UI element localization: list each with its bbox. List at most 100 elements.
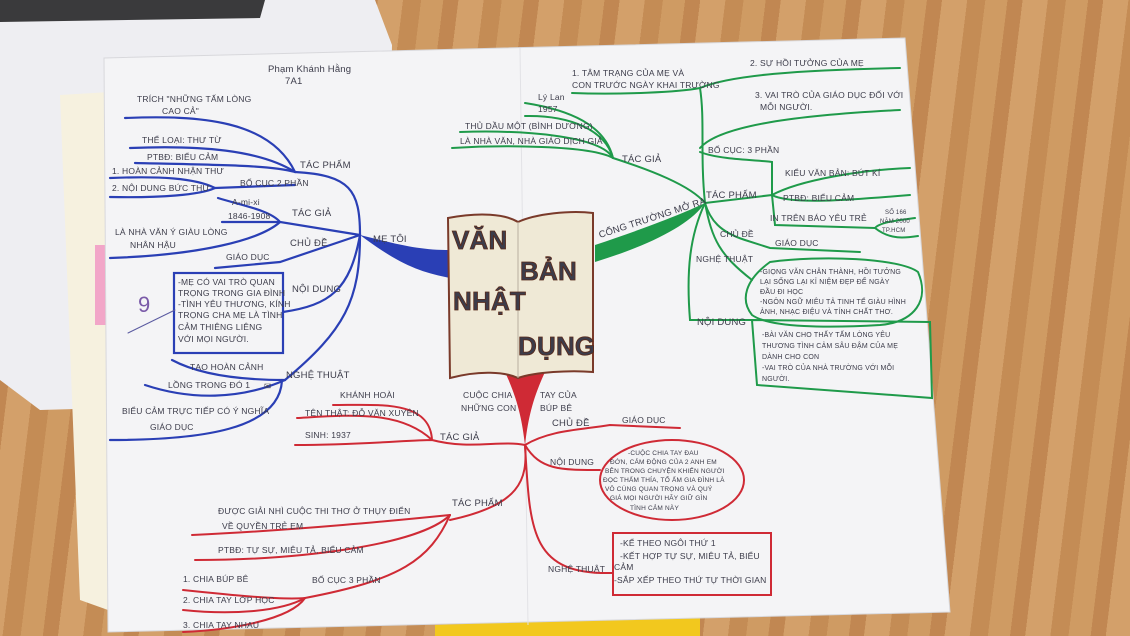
green-nam: NĂM 2000 — [880, 218, 910, 225]
blue-nghe-thuat: NGHỆ THUẬT — [286, 370, 350, 381]
blue-root: MẸ TÔI — [373, 234, 407, 245]
yellow-paper — [435, 615, 700, 636]
blue-trich: TRÍCH "NHỮNG TẤM LÒNG — [137, 94, 251, 104]
green-author-name: Lý Lan — [538, 92, 565, 102]
title-word-van: VĂN — [452, 225, 508, 255]
green-kieu-van-ban: KIỂU VĂN BẢN: BÚT KÍ — [785, 167, 881, 178]
green-branches — [451, 67, 934, 400]
green-nd-line: NGƯỜI. — [762, 374, 790, 383]
title-word-ban: BẢN — [520, 256, 577, 286]
blue-nd-line: -MẸ CÓ VAI TRÒ QUAN — [178, 277, 275, 287]
blue-the-loai: THỂ LOẠI: THƯ TỪ — [142, 134, 222, 145]
red-author-pen-name: KHÁNH HOÀI — [340, 390, 395, 400]
green-nd-line: -BÀI VĂN CHO THẤY TẤM LÒNG YÊU — [762, 329, 890, 339]
central-book: VĂN BẢN NHẬT DỤNG — [446, 211, 596, 380]
red-nt-line: -KỂ THEO NGÔI THỨ 1 — [620, 537, 716, 548]
green-tac-gia: TÁC GIẢ — [622, 153, 662, 165]
blue-tac-gia: TÁC GIẢ — [292, 207, 332, 219]
blue-nd-line: VỚI MỌI NGƯỜI. — [178, 334, 249, 344]
author-name: Phạm Khánh Hằng — [268, 64, 351, 75]
red-author-birth: SINH: 1937 — [305, 430, 351, 440]
red-root-2: NHỮNG CON — [461, 403, 516, 413]
blue-chu-de-value: GIÁO DỤC — [226, 252, 270, 262]
blue-author-years: 1846-1908 — [228, 211, 271, 221]
red-nd-line: GIÁ MỌI NGƯỜI HÃY GIỮ GÌN — [610, 493, 708, 502]
blue-nt-4: GIÁO DỤC — [150, 422, 194, 432]
red-tac-pham: TÁC PHẨM — [452, 497, 503, 509]
blue-nd-line: TRỌNG CHA MẸ LÀ TÌNH — [178, 310, 282, 320]
blue-tac-pham: TÁC PHẨM — [300, 159, 351, 171]
blue-nt-2: LỒNG TRONG ĐÓ 1 — [168, 379, 250, 390]
blue-author-desc: LÀ NHÀ VĂN Ý GIÀU LÒNG — [115, 227, 228, 237]
blue-nt-1: TẠO HOÀN CẢNH — [190, 361, 263, 372]
red-nd-line: TÌNH CẢM NÀY — [630, 503, 679, 512]
blue-nd-line: -TÌNH YÊU THƯƠNG, KÍNH — [178, 299, 291, 309]
title-word-dung: DỤNG — [518, 331, 595, 361]
green-bo-cuc-1b: CON TRƯỚC NGÀY KHAI TRƯỜNG — [572, 80, 720, 90]
red-tac-gia: TÁC GIẢ — [440, 431, 480, 443]
green-nghe-thuat: NGHỆ THUẬT — [696, 254, 753, 264]
green-author-desc: LÀ NHÀ VĂN, NHÀ GIÁO DỊCH GIẢ — [460, 135, 603, 146]
green-nt-line: -NGÔN NGỮ MIÊU TẢ TINH TẾ GIÀU HÌNH — [760, 296, 906, 306]
red-nghe-thuat: NGHỆ THUẬT — [548, 564, 605, 574]
red-bo-cuc-2: 2. CHIA TAY LỚP HỌC — [183, 595, 275, 605]
green-nd-line: THƯƠNG TÌNH CẢM SÂU ĐẬM CỦA MẸ — [762, 341, 898, 350]
blue-author-desc-2: NHÂN HẬU — [130, 240, 176, 250]
blue-nd-line: CẢM THIÊNG LIÊNG — [178, 321, 262, 332]
blue-chu-de: CHỦ ĐỀ — [290, 237, 328, 249]
red-main-branch — [505, 372, 545, 445]
author-class: 7A1 — [285, 76, 303, 87]
envelope-icon: ✉ — [264, 381, 271, 391]
red-nd-line: VÔ CÙNG QUAN TRỌNG VÀ QUÝ — [605, 484, 713, 493]
red-bo-cuc-1: 1. CHIA BÚP BÊ — [183, 574, 249, 584]
blue-nt-3: BIỂU CẢM TRỰC TIẾP CÓ Ý NGHĨA — [122, 405, 269, 416]
green-nd-line: DÀNH CHO CON — [762, 352, 819, 361]
red-nt-line: -SẮP XẾP THEO THỨ TỰ THỜI GIAN — [614, 575, 767, 585]
background-object — [0, 0, 265, 22]
red-award: ĐƯỢC GIẢI NHÌ CUỘC THI THƠ Ở THỤY ĐIỂN — [218, 505, 410, 516]
red-award-2: VỀ QUYỀN TRẺ EM — [222, 520, 303, 531]
green-author-place: THỦ DẦU MỘT (BÌNH DƯƠNG) — [465, 120, 593, 131]
green-nd-line: -VAI TRÒ CỦA NHÀ TRƯỜNG VỚI MỖI — [762, 363, 894, 372]
blue-main-branch — [360, 235, 450, 278]
green-bo-cuc: BỐ CỤC: 3 PHẦN — [708, 144, 779, 155]
red-bo-cuc-3: 3. CHIA TAY NHAU — [183, 620, 259, 630]
blue-bo-cuc: BỐ CỤC 2 PHẦN — [240, 177, 309, 188]
green-bo-cuc-3b: MỖI NGƯỜI. — [760, 101, 812, 112]
red-branches — [182, 403, 772, 633]
green-chu-de-value: GIÁO DỤC — [775, 238, 819, 248]
red-nd-line: BÊN TRONG CHUYỆN KHIẾN NGƯỜI — [605, 465, 725, 475]
blue-noi-dung: NỘI DUNG — [292, 284, 341, 295]
red-chu-de: CHỦ ĐỀ — [552, 417, 590, 429]
red-labels: CUỘC CHIA NHỮNG CON TAY CỦA BÚP BÊ KHÁNH… — [183, 389, 767, 630]
green-nt-line: ĐẦU ĐI HỌC — [760, 286, 803, 296]
green-nt-line: LẠI SỐNG LẠI KỈ NIỆM ĐẸP ĐỂ NGÀY — [760, 276, 890, 286]
green-bo-cuc-1: 1. TÂM TRẠNG CỦA MẸ VÀ — [572, 67, 684, 78]
red-nd-line: ĐỌC THẤM THÍA, TỔ ẤM GIA ĐÌNH LÀ — [603, 474, 725, 484]
red-author-real-name: TÊN THẬT: ĐỖ VĂN XUYÊN — [305, 407, 419, 418]
green-nt-line: ẢNH, NHẠC ĐIỆU VÀ TÍNH CHẤT THƠ. — [760, 306, 893, 316]
green-tac-pham: TÁC PHẨM — [706, 189, 757, 201]
blue-nd-line: TRỌNG TRONG GIA ĐÌNH — [178, 288, 285, 298]
green-chu-de: CHỦ ĐỀ — [720, 228, 754, 239]
green-nt-line: -GIỌNG VĂN CHÂN THÀNH, HỒI TƯỞNG — [760, 266, 901, 276]
red-noi-dung: NỘI DUNG — [550, 457, 594, 467]
red-chu-de-value: GIÁO DỤC — [622, 415, 666, 425]
blue-trich-2: CAO CẢ" — [162, 105, 199, 116]
green-bo-cuc-3: 3. VAI TRÒ CỦA GIÁO DỤC ĐỐI VỚI — [755, 89, 903, 100]
red-nd-line: ĐỚN, CẢM ĐỘNG CỦA 2 ANH EM — [610, 457, 717, 466]
green-in-tren: IN TRÊN BÁO YÊU TRẺ — [770, 212, 867, 223]
red-root-1: CUỘC CHIA — [463, 390, 513, 400]
blue-bo-cuc-2: 2. NỘI DUNG BỨC THƯ — [112, 183, 210, 193]
green-noi-dung: NỘI DUNG — [697, 317, 746, 328]
green-author-year: 1957 — [538, 104, 558, 114]
blue-labels: MẸ TÔI TÁC PHẨM TRÍCH "NHỮNG TẤM LÒNG CA… — [112, 94, 407, 432]
background-paper-cream — [60, 92, 110, 610]
blue-author-name: A-mi-xi — [232, 197, 260, 207]
grade-mark: 9 — [138, 292, 150, 317]
red-nd-line: -CUỘC CHIA TAY ĐAU — [628, 448, 699, 457]
blue-ptbd: PTBĐ: BIỂU CẢM — [147, 151, 218, 162]
red-root-3: TAY CỦA — [540, 389, 577, 400]
green-so: SỐ 166 — [885, 209, 907, 216]
